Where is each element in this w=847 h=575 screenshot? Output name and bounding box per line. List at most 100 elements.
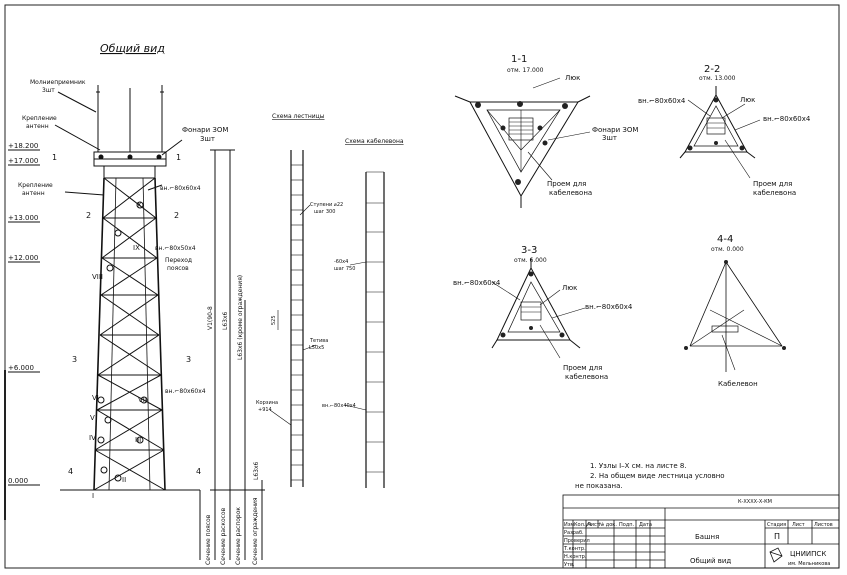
ladder-drawing: [269, 150, 317, 487]
ladder-title: Схема лестницы: [272, 113, 325, 120]
section-2-2-plate-right: вн.⌐80х60х4: [763, 115, 811, 123]
section-2-2: 2-2 отм. 13.000 вн.⌐80х60х4 Люк вн.⌐80х6…: [638, 64, 811, 197]
section-mark-4-right: 4: [196, 467, 201, 476]
section-3-3-opening-2: кабелевона: [565, 373, 608, 381]
title-block-stage: П: [774, 532, 780, 541]
callout-bridge-1: Переход: [165, 257, 192, 264]
title-block-h-sign: Подп.: [619, 522, 635, 528]
callout-plate-low: вн.⌐80х60х4: [165, 388, 206, 395]
title-block-h-koluch: Кол.уч: [574, 522, 591, 528]
node-label-ix: IX: [133, 244, 140, 252]
section-mark-1-right: 1: [176, 153, 181, 162]
title-block-stage-header: Стадия: [767, 522, 786, 528]
title-block-org2: им. Мельникова: [788, 561, 830, 567]
vertical-label-4: L63х6: [253, 461, 260, 480]
elevation-12000: +12.000: [8, 254, 38, 262]
section-1-1-opening-2: кабелевона: [549, 189, 592, 197]
elevation-18200: +18.200: [8, 142, 38, 150]
node-label-vii: VII: [138, 396, 147, 404]
elevation-13000: +13.000: [8, 214, 38, 222]
section-4-4-cable-label: Кабелевон: [718, 380, 758, 388]
title-block-role-1: Разраб.: [564, 530, 584, 536]
section-3-3-title: 3-3: [521, 245, 537, 256]
cable-angle-label: вн.⌐80х40х4: [322, 403, 356, 409]
vertical-label-1: V1(90-8: [207, 306, 214, 330]
sheet-frame: [4, 4, 840, 569]
title-block-role-5: Утв.: [564, 562, 575, 568]
node-label-x: X: [137, 201, 142, 209]
callout-lightning-2: 3шт: [42, 87, 55, 94]
callout-lamps-1: Фонари ЗОМ: [182, 126, 228, 134]
section-4-4-mark: отм. 0.000: [711, 246, 744, 253]
section-4-4: 4-4 отм. 0.000 Кабелевон: [684, 234, 786, 388]
node-label-vi: VI: [92, 394, 99, 402]
elevation-17000: +17.000: [8, 157, 38, 165]
tower-elevation: [8, 85, 265, 560]
ladder-basket-label: Корзина: [256, 400, 278, 406]
title-block-h-doc: № док.: [599, 522, 617, 528]
cable-title: Схема кабелевона: [345, 138, 404, 145]
callout-plate-top: вн.⌐80х60х4: [160, 185, 201, 192]
section-1-1: 1-1 отм. 17.000 Люк Фонари ЗОМ 3шт Проем…: [454, 54, 638, 208]
node-label-iii: III: [135, 436, 141, 444]
section-mark-3-left: 3: [72, 355, 77, 364]
title-block-code: К-ХХХХ-Х-КМ: [738, 499, 772, 505]
title-block-h-list: Лист: [587, 522, 600, 528]
ladder-dim-525: 525: [271, 315, 277, 325]
section-1-1-lamps-label: Фонари ЗОМ: [592, 126, 638, 134]
section-mark-2-left: 2: [86, 211, 91, 220]
section-3-3-mark: отм. 6.000: [514, 257, 547, 264]
node-label-i: I: [92, 492, 94, 500]
title-block-sheet-name: Общий вид: [690, 557, 731, 565]
vertical-label-3: L63х6 (кроме ограждения): [237, 275, 244, 360]
section-mark-2-right: 2: [174, 211, 179, 220]
note-1: 1. Узлы I–X см. на листе 8.: [590, 462, 687, 470]
node-label-v: V: [90, 414, 95, 422]
callout-lamps-2: 3шт: [200, 135, 215, 143]
node-label-ii: II: [122, 476, 126, 484]
cable-step-label: шаг 750: [334, 266, 355, 272]
ladder-rungs-label: Ступени ⌀22: [310, 202, 343, 208]
section-3-3-plate-right: вн.⌐80х60х4: [585, 303, 633, 311]
section-2-2-hatch: Люк: [740, 96, 755, 104]
bottom-label-fence: Сечение ограждения: [252, 497, 259, 565]
callout-lightning-1: Молниеприемник: [30, 79, 86, 86]
section-1-1-hatch-label: Люк: [565, 74, 580, 82]
section-1-1-mark: отм. 17.000: [507, 67, 544, 74]
note-2: 2. На общем виде лестница условно: [590, 472, 725, 480]
org-logo-icon: [769, 547, 783, 563]
ladder-stringer-profile: L50х5: [309, 345, 324, 351]
section-2-2-opening-2: кабелевона: [753, 189, 796, 197]
vertical-label-2: L63х6: [222, 311, 229, 330]
bottom-label-struts: Сечение распорок: [235, 507, 242, 565]
callout-bridge-2: поясов: [167, 265, 189, 272]
section-1-1-lamps-count: 3шт: [602, 134, 617, 142]
title-block-role-4: Н.контр.: [564, 554, 587, 560]
section-3-3-plate-left: вн.⌐80х60х4: [453, 279, 501, 287]
section-mark-3-right: 3: [186, 355, 191, 364]
title-block-sheet-header: Лист: [792, 522, 805, 528]
callout-antenna-top-1: Крепление: [22, 115, 57, 122]
elevation-0000: 0.000: [8, 477, 28, 485]
title-block-h-date: Дата: [639, 522, 652, 528]
title-block-object: Башня: [695, 533, 719, 541]
section-3-3: 3-3 отм. 6.000 вн.⌐80х60х4 Люк вн.⌐80х60…: [453, 245, 633, 381]
section-mark-4-left: 4: [68, 467, 73, 476]
title-block-h-izm: Изм.: [564, 522, 576, 528]
callout-plate-mid: вн.⌐80х50х4: [155, 245, 196, 252]
callout-antenna-mid-1: Крепление: [18, 182, 53, 189]
node-label-viii: VIII: [92, 273, 103, 281]
section-3-3-opening-1: Проем для: [563, 364, 602, 372]
section-4-4-title: 4-4: [717, 234, 733, 245]
drawing-title: Общий вид: [100, 42, 165, 55]
section-2-2-opening-1: Проем для: [753, 180, 792, 188]
section-3-3-hatch: Люк: [562, 284, 577, 292]
ladder-stringer-label: Тетива: [309, 338, 328, 344]
elevation-6000: +6.000: [8, 364, 34, 372]
title-block: [562, 494, 840, 569]
section-mark-1-left: 1: [52, 153, 57, 162]
bottom-label-braces: Сечение раскосов: [220, 507, 227, 565]
title-block-org: ЦНИИПСК: [790, 550, 826, 558]
title-block-role-2: Проверил: [564, 538, 590, 544]
